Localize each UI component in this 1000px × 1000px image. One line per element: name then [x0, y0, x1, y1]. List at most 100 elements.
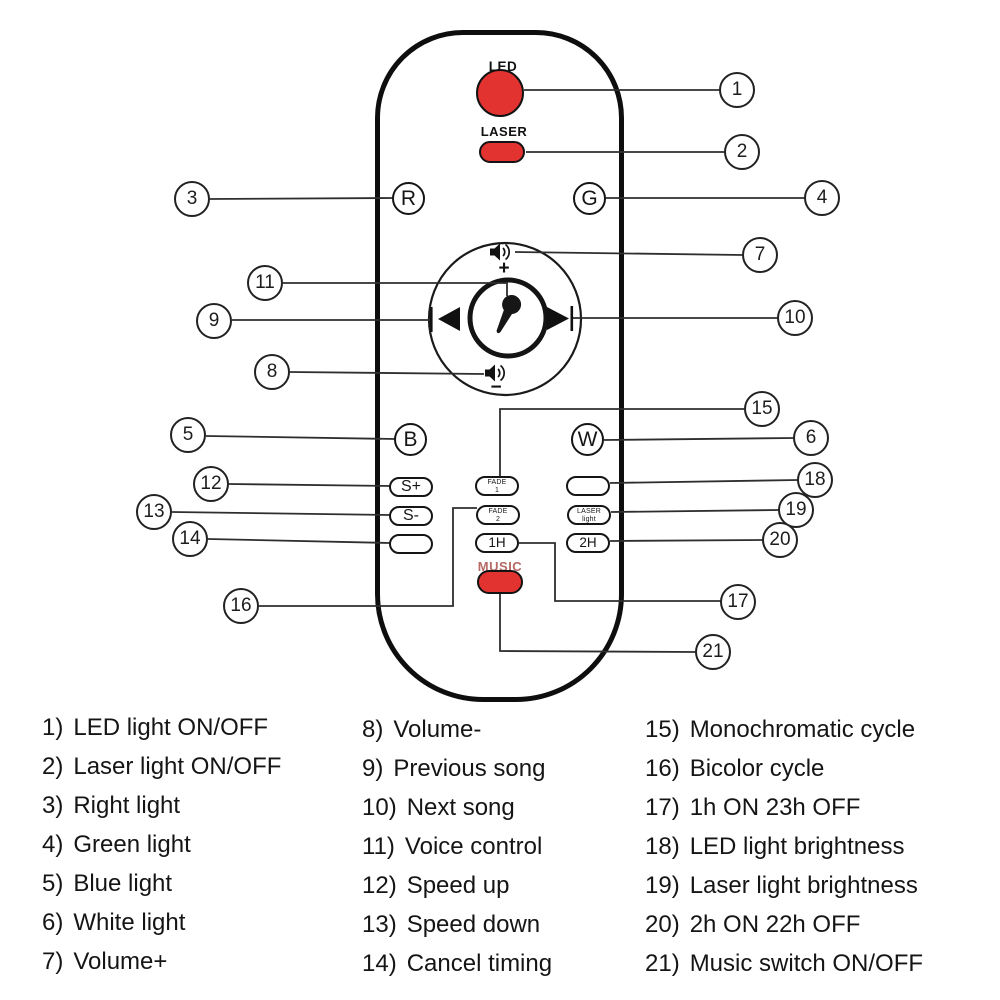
- legend-item-number: 2): [42, 752, 64, 780]
- legend-item-number: 13): [362, 910, 397, 938]
- laser-light-line2: light: [582, 515, 596, 523]
- legend-item-11: 11)Voice control: [362, 827, 552, 866]
- legend-item-13: 13) Speed down: [362, 905, 552, 944]
- callout-20: 20: [762, 522, 798, 558]
- legend-item-text: White light: [73, 908, 186, 936]
- one-hour-button[interactable]: 1H: [475, 533, 519, 553]
- legend-item-5: 5) Blue light: [42, 864, 281, 903]
- two-hour-button[interactable]: 2H: [566, 533, 610, 553]
- led-power-button[interactable]: [476, 69, 524, 117]
- cancel-timing-button[interactable]: [389, 534, 433, 554]
- legend-item-number: 3): [42, 791, 64, 819]
- legend-item-text: Volume+: [73, 947, 168, 975]
- legend-item-16: 16) Bicolor cycle: [645, 749, 923, 788]
- callout-18: 18: [797, 462, 833, 498]
- legend-item-number: 18): [645, 832, 680, 860]
- legend-item-1: 1)LED light ON/OFF: [42, 708, 281, 747]
- legend-item-text: Laser light brightness: [689, 871, 918, 899]
- legend-item-number: 21): [645, 949, 680, 977]
- legend-item-text: Blue light: [73, 869, 173, 897]
- speed-down-button[interactable]: S-: [389, 506, 433, 526]
- legend-item-text: Speed down: [406, 910, 541, 938]
- callout-6: 6: [793, 420, 829, 456]
- fade1-button[interactable]: FADE 1: [475, 476, 519, 496]
- legend-item-text: Green light: [73, 830, 191, 858]
- legend-item-text: LED light brightness: [689, 832, 905, 860]
- callout-3: 3: [174, 181, 210, 217]
- legend-column-3: 15)Monochromatic cycle 16) Bicolor cycle 17…: [645, 710, 923, 983]
- green-light-button[interactable]: G: [573, 182, 606, 215]
- legend-item-number: 17): [645, 793, 680, 821]
- legend-item-text: Volume-: [393, 715, 482, 743]
- legend-item-number: 6): [42, 908, 64, 936]
- legend-item-text: Next song: [406, 793, 515, 821]
- legend-item-21: 21) Music switch ON/OFF: [645, 944, 923, 983]
- legend-item-3: 3) Right light: [42, 786, 281, 825]
- microphone-icon[interactable]: [489, 292, 524, 337]
- legend-item-text: Music switch ON/OFF: [689, 949, 924, 977]
- legend-item-text: 2h ON 22h OFF: [689, 910, 861, 938]
- legend-item-number: 5): [42, 869, 64, 897]
- legend-item-text: Laser light ON/OFF: [73, 752, 282, 780]
- speed-up-button[interactable]: S+: [389, 477, 433, 497]
- legend-column-2: 8)Volume- 9) Previous song 10) Next song 11)V…: [362, 710, 552, 983]
- callout-17: 17: [720, 584, 756, 620]
- legend-item-text: Bicolor cycle: [689, 754, 825, 782]
- fade1-line2: 1: [494, 486, 500, 494]
- volume-plus-sign: +: [498, 258, 509, 279]
- volume-down-icon[interactable]: [485, 364, 505, 382]
- legend-item-6: 6) White light: [42, 903, 281, 942]
- blue-light-button[interactable]: B: [394, 423, 427, 456]
- legend-item-number: 4): [42, 830, 64, 858]
- legend-item-15: 15)Monochromatic cycle: [645, 710, 923, 749]
- next-song-icon[interactable]: [547, 306, 574, 331]
- legend-item-17: 17)1h ON 23h OFF: [645, 788, 923, 827]
- legend-item-text: Right light: [73, 791, 181, 819]
- legend-item-2: 2) Laser light ON/OFF: [42, 747, 281, 786]
- callout-15: 15: [744, 391, 780, 427]
- legend-item-number: 19): [645, 871, 680, 899]
- legend-item-19: 19) Laser light brightness: [645, 866, 923, 905]
- legend-item-9: 9) Previous song: [362, 749, 552, 788]
- legend-item-14: 14)Cancel timing: [362, 944, 552, 983]
- legend-item-8: 8)Volume-: [362, 710, 552, 749]
- legend-item-number: 20): [645, 910, 680, 938]
- legend-item-4: 4) Green light: [42, 825, 281, 864]
- legend-item-text: Previous song: [393, 754, 546, 782]
- legend-item-number: 10): [362, 793, 397, 821]
- callout-2: 2: [724, 134, 760, 170]
- previous-song-icon[interactable]: [430, 307, 460, 332]
- callout-5: 5: [170, 417, 206, 453]
- callout-9: 9: [196, 303, 232, 339]
- red-light-button[interactable]: R: [392, 182, 425, 215]
- legend-item-number: 16): [645, 754, 680, 782]
- music-switch-button[interactable]: [477, 570, 523, 594]
- callout-12: 12: [193, 466, 229, 502]
- callout-14: 14: [172, 521, 208, 557]
- led-brightness-button[interactable]: [566, 476, 610, 496]
- laser-brightness-button[interactable]: LASER light: [567, 505, 611, 525]
- fade2-button[interactable]: FADE 2: [476, 505, 520, 525]
- legend-item-7: 7)Volume+: [42, 942, 281, 981]
- legend-item-text: Speed up: [406, 871, 510, 899]
- volume-up-icon[interactable]: [490, 243, 510, 261]
- laser-power-button[interactable]: [479, 141, 525, 163]
- white-light-button[interactable]: W: [571, 423, 604, 456]
- fade2-line2: 2: [495, 515, 501, 523]
- legend-item-20: 20) 2h ON 22h OFF: [645, 905, 923, 944]
- callout-21: 21: [695, 634, 731, 670]
- legend-item-number: 9): [362, 754, 384, 782]
- laser-light-line1: LASER: [577, 507, 601, 515]
- legend-item-text: Cancel timing: [406, 949, 553, 977]
- callout-13: 13: [136, 494, 172, 530]
- callout-8: 8: [254, 354, 290, 390]
- legend-item-number: 12): [362, 871, 397, 899]
- callout-10: 10: [777, 300, 813, 336]
- legend-column-1: 1)LED light ON/OFF 2) Laser light ON/OFF 3)…: [42, 708, 281, 981]
- callout-1: 1: [719, 72, 755, 108]
- fade1-line1: FADE: [487, 478, 507, 486]
- legend-item-number: 1): [42, 713, 64, 741]
- callout-16: 16: [223, 588, 259, 624]
